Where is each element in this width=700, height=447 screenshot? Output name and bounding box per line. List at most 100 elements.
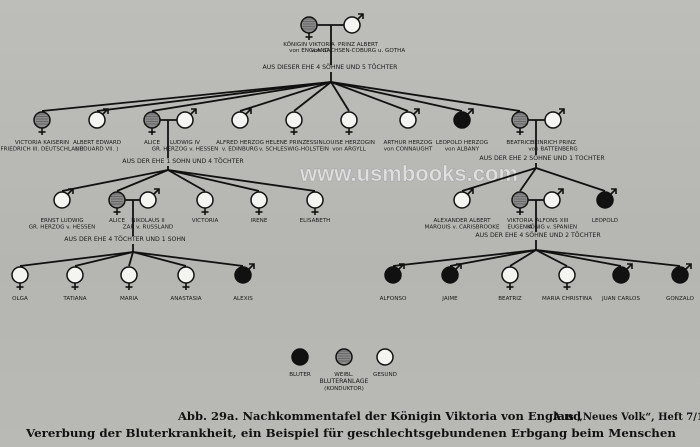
person-arthur	[399, 108, 420, 129]
descent-line	[461, 167, 537, 192]
label-ernst-ludwig: GR. HERZOG v. HESSEN	[29, 225, 96, 231]
descent-line	[19, 251, 134, 267]
label-alfred: ALFRED HERZOG	[216, 140, 264, 146]
label-olga: OLGA	[12, 296, 28, 302]
label-alexis: ALEXIS	[233, 296, 253, 302]
descent-line	[392, 249, 537, 267]
descent-line	[239, 81, 332, 112]
label-gonzalo: GONZALO	[666, 296, 694, 302]
label-leopold2: LEOPOLD	[592, 218, 618, 224]
label-ernst-ludwig: ERNST LUDWIG	[40, 218, 83, 224]
descent-line	[74, 251, 134, 267]
descent-line	[535, 167, 606, 192]
legend-carrier-label-2: BLUTERANLAGE	[320, 378, 369, 385]
person-queen-victoria	[300, 16, 318, 40]
caption-subtitle: Vererbung der Bluterkrankheit, ein Beisp…	[25, 426, 677, 440]
person-jaime	[441, 263, 462, 284]
descent-line	[167, 169, 260, 192]
person-alice	[143, 111, 161, 135]
person-leopold2	[596, 188, 617, 209]
label-maria: MARIA	[120, 296, 138, 302]
label-alfonso: ALFONSO	[380, 296, 407, 302]
person-elisabeth	[306, 191, 324, 215]
label-queen-victoria: KÖNIGIN VIKTORIA	[283, 41, 335, 48]
person-maria-christina	[558, 266, 576, 290]
label-helene: HELENE PRINZESSIN	[265, 140, 322, 146]
label-anastasia: ANASTASIA	[170, 296, 201, 302]
caption-title: Abb. 29a. Nachkommentafel der Königin Vi…	[177, 409, 581, 423]
legend-carrier-symbol	[335, 348, 353, 366]
descent-line	[132, 251, 244, 267]
descent-line	[132, 251, 187, 267]
legend-bleeder-symbol	[291, 348, 309, 366]
legend-healthy-label: GESUND	[373, 372, 397, 378]
person-victoria2	[196, 191, 214, 215]
label-alexander: MARQUIS v. CARISBROOKE	[425, 225, 500, 231]
person-leopold	[453, 108, 474, 129]
label-juan-carlos: JUAN CARLOS	[601, 296, 640, 302]
label-louise: LOUISE HERZOGIN	[323, 140, 375, 146]
descent-line	[116, 169, 169, 192]
person-irene	[250, 191, 268, 215]
descent-line	[449, 249, 537, 267]
person-alexander	[453, 188, 474, 209]
descent-line	[167, 169, 316, 192]
label-queen-victoria-sub: von ENGLAND	[289, 48, 329, 54]
label-helene: v. SCHLESWIG-HOLSTEIN	[259, 147, 329, 153]
person-albert-edward	[88, 108, 109, 129]
label-heinrich: von BATTENBERG	[528, 147, 577, 153]
label-alfons: ALFONS XIII	[536, 218, 569, 224]
descent-line	[535, 249, 681, 267]
person-nikolaus	[139, 188, 160, 209]
label-irene: IRENE	[251, 218, 268, 224]
person-ernst-ludwig	[53, 188, 74, 209]
person-alexis	[234, 263, 255, 284]
label-nikolaus: NIKOLAUS II	[131, 218, 165, 224]
person-alice2	[108, 191, 126, 215]
legend-healthy-symbol	[376, 348, 394, 366]
legend-carrier-label-3: (KONDUKTOR)	[324, 386, 364, 392]
label-arthur: von CONNAUGHT	[384, 147, 433, 153]
person-louise	[340, 111, 358, 135]
label-albert-edward: ALBERT EDWARD	[73, 140, 121, 146]
label-elisabeth: ELISABETH	[300, 218, 331, 224]
descent-line	[519, 167, 537, 192]
descent-line	[128, 251, 134, 267]
descent-line	[167, 169, 206, 192]
person-juan-carlos	[612, 263, 633, 284]
marriage-note-russia: AUS DER EHE 4 TÖCHTER UND 1 SOHN	[64, 234, 186, 243]
person-helene	[285, 111, 303, 135]
label-prince-albert-sub: von SACHSEN-COBURG u. GOTHA	[311, 48, 406, 54]
label-leopold: LEOPOLD HERZOG	[436, 140, 488, 146]
label-alexander: ALEXANDER ALBERT	[433, 218, 491, 224]
label-maria-christina: MARIA CHRISTINA	[542, 296, 592, 302]
label-alice2: ALICE	[109, 218, 125, 224]
marriage-note-alice: AUS DER EHE 1 SOHN UND 4 TÖCHTER	[122, 156, 244, 165]
label-alfred: v. EDINBURG	[222, 147, 258, 153]
descent-line	[330, 81, 521, 112]
label-victoria2: VICTORIA	[192, 218, 219, 224]
person-beatrice	[511, 111, 529, 135]
label-beatriz: BEATRIZ	[498, 296, 522, 302]
descent-line	[96, 81, 332, 112]
descent-line	[293, 81, 332, 112]
label-ludwig: GR. HERZOG v. HESSEN	[152, 147, 219, 153]
label-louise: von ARGYLL	[332, 147, 366, 153]
person-prince-albert	[343, 13, 364, 34]
label-ludwig: LUDWIG IV	[170, 140, 200, 146]
label-nikolaus: ZAR v. RUSSLAND	[123, 225, 173, 231]
descent-line	[330, 81, 409, 112]
label-prince-albert: PRINZ ALBERT	[338, 42, 378, 48]
label-victoria-eugenia: VIKTORIA	[507, 218, 533, 224]
person-beatriz	[501, 266, 519, 290]
person-maria	[120, 266, 138, 290]
descent-line	[330, 81, 350, 112]
legend-carrier-label: WEIBL.	[334, 372, 354, 378]
person-victoria-eugenia	[511, 191, 529, 215]
person-gonzalo	[671, 263, 692, 284]
marriage-note-spain: AUS DER EHE 4 SÖHNE UND 2 TÖCHTER	[475, 230, 601, 239]
label-arthur: ARTHUR HERZOG	[384, 140, 433, 146]
descent-line	[509, 249, 537, 267]
